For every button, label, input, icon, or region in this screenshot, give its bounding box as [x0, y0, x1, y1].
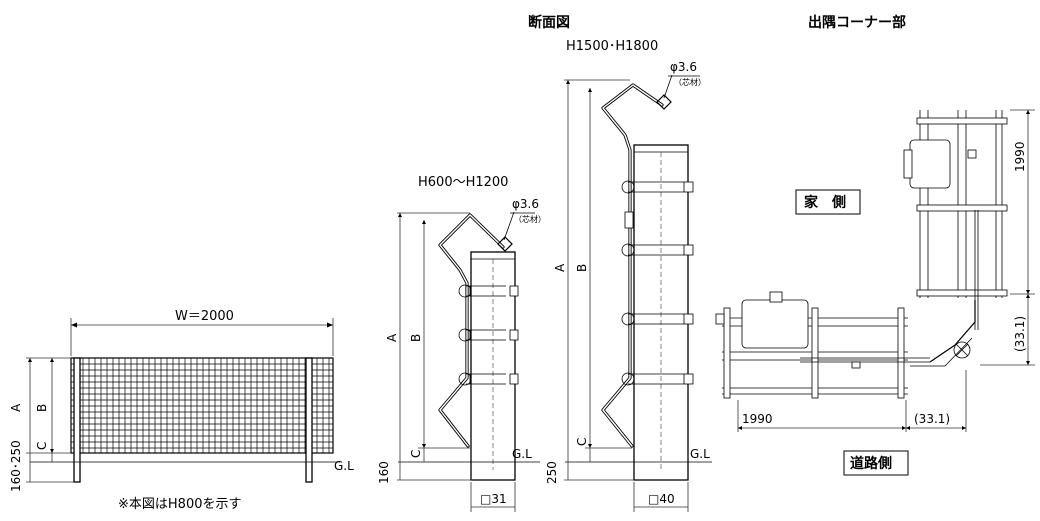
large-wire-note: （芯材） — [674, 77, 706, 87]
large-dim-b: B — [575, 264, 589, 272]
front-elevation: W＝2000 G.L A B C 160･250 ※本図はH800を示す — [9, 309, 354, 512]
corner-plan: 1990 (33.1) 1990 (33.1) 家 側 道路側 — [715, 109, 1035, 476]
small-wire-label: φ3.6 — [512, 197, 539, 211]
small-dim-b: B — [409, 334, 423, 342]
small-post-label: □31 — [480, 492, 507, 506]
section-small: H600～H1200 φ3.6 （芯材） G.L — [377, 175, 546, 512]
small-gl-label: G.L — [512, 447, 532, 461]
front-embed-label: 160･250 — [9, 440, 23, 492]
large-gl-label: G.L — [690, 447, 710, 461]
road-side-label: 道路側 — [850, 455, 892, 472]
small-embed-label: 160 — [377, 461, 391, 484]
front-dim-b: B — [35, 404, 49, 412]
small-wire-note: （芯材） — [514, 214, 546, 224]
house-side-label: 家 側 — [804, 194, 846, 211]
large-dim-a: A — [553, 263, 567, 272]
heading-section: 断面図 — [528, 14, 570, 31]
front-note: ※本図はH800を示す — [118, 497, 241, 512]
corner-dim-v: 1990 — [1013, 141, 1027, 172]
front-dim-a: A — [9, 403, 23, 412]
large-post-label: □40 — [648, 492, 675, 506]
small-dim-a: A — [385, 333, 399, 342]
large-height-range: H1500･H1800 — [566, 39, 658, 54]
small-height-range: H600～H1200 — [418, 175, 508, 190]
corner-dim-h: 1990 — [742, 412, 773, 426]
heading-corner: 出隅コーナー部 — [808, 14, 906, 31]
small-dim-c: C — [409, 450, 423, 458]
large-wire-label: φ3.6 — [670, 60, 697, 74]
section-large: H1500･H1800 φ3.6 （芯材） — [545, 39, 712, 512]
large-dim-c: C — [575, 438, 589, 446]
front-width-label: W＝2000 — [175, 309, 234, 324]
corner-dim-h-offset: (33.1) — [914, 412, 950, 426]
front-gl-label: G.L — [334, 459, 354, 473]
large-embed-label: 250 — [545, 461, 559, 484]
front-dim-c: C — [35, 442, 49, 450]
corner-dim-v-offset: (33.1) — [1013, 316, 1027, 352]
